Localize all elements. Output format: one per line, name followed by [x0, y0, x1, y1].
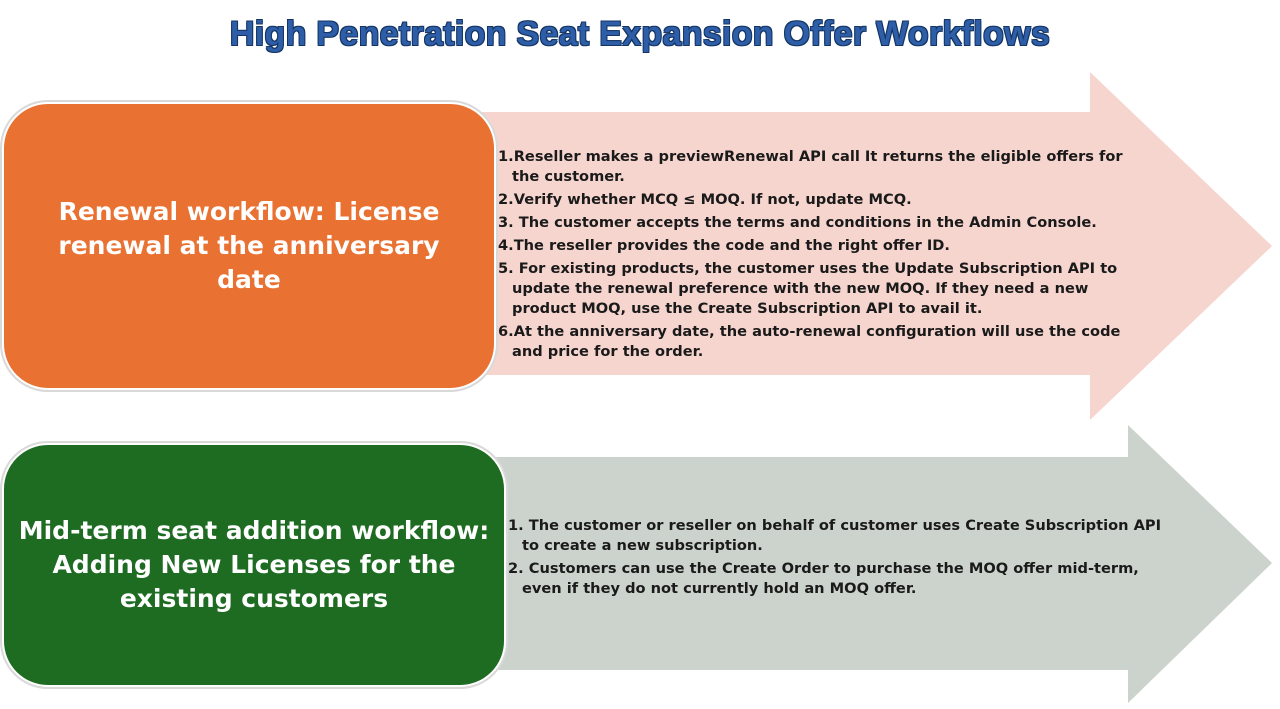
- renewal-step: 1.Reseller makes a previewRenewal API ca…: [498, 148, 1123, 185]
- renewal-step: 6.At the anniversary date, the auto-rene…: [498, 323, 1121, 360]
- page-title: High Penetration Seat Expansion Offer Wo…: [229, 15, 1051, 53]
- renewal-workflow-box: Renewal workflow: License renewal at the…: [2, 102, 496, 390]
- renewal-step: 2.Verify whether MCQ ≤ MOQ. If not, upda…: [498, 191, 912, 208]
- midterm-step: 1. The customer or reseller on behalf of…: [508, 517, 1162, 554]
- midterm-step: 2. Customers can use the Create Order to…: [508, 560, 1139, 597]
- renewal-step: 5. For existing products, the customer u…: [498, 260, 1118, 317]
- midterm-workflow-box: Mid-term seat addition workflow: Adding …: [2, 443, 506, 687]
- renewal-step: 3. The customer accepts the terms and co…: [498, 214, 1097, 231]
- renewal-step: 4.The reseller provides the code and the…: [498, 237, 950, 254]
- renewal-workflow-heading: Renewal workflow: License renewal at the…: [58, 197, 440, 294]
- renewal-arrow: [470, 72, 1272, 420]
- midterm-workflow-heading: Mid-term seat addition workflow: Adding …: [18, 516, 490, 613]
- midterm-steps-list: 1. The customer or reseller on behalf of…: [508, 516, 1168, 602]
- renewal-steps-list: 1.Reseller makes a previewRenewal API ca…: [498, 147, 1128, 365]
- midterm-arrow: [480, 425, 1272, 703]
